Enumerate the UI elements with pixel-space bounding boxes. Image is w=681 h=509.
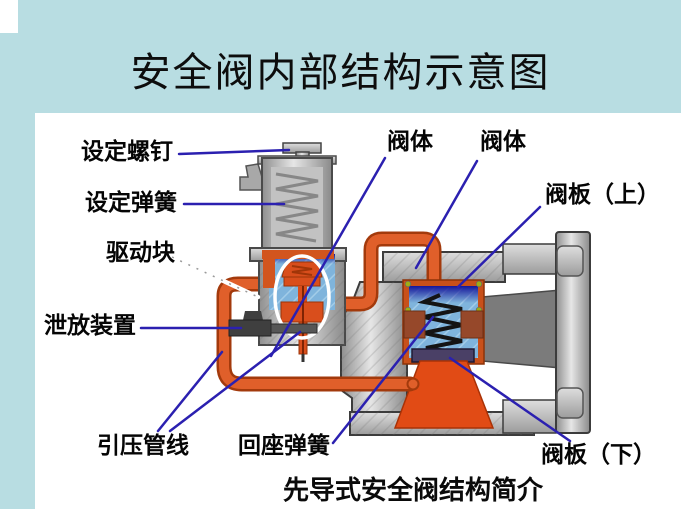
leader-lines [139,148,572,445]
label-pressure-pipeline: 引压管线 [97,433,189,459]
flange-bolt-top [556,245,584,277]
leader-setting-screw [177,148,291,156]
leader-valve-plate-upper [456,205,542,289]
leader-pressure-pipeline-2 [168,330,302,433]
leader-drive-block [169,254,261,300]
label-setting-spring: 设定弹簧 [85,190,177,216]
label-valve-body-2: 阀体 [480,129,526,155]
label-release-device: 泄放装置 [44,313,136,339]
page-title: 安全阀内部结构示意图 [130,50,551,96]
label-valve-body-1: 阀体 [387,129,433,155]
leader-valve-body-1 [269,156,387,358]
main-chamber [402,279,485,365]
flange-bolt-bottom [556,387,584,419]
setting-spring-coil [275,172,319,243]
leader-valve-body-2 [414,159,479,270]
drive-block-highlight-ellipse [273,254,331,340]
diagram-caption: 先导式安全阀结构简介 [283,476,544,506]
label-setting-screw: 设定螺钉 [81,139,173,165]
corner-mark [0,0,18,33]
inlet-cone [393,360,495,429]
lower-valve-plate [411,348,475,363]
leader-valve-plate-lower [448,356,572,443]
label-valve-plate-upper: 阀板（上） [545,182,660,208]
label-valve-plate-lower: 阀板（下） [541,442,656,468]
leader-pressure-pipeline-1 [156,350,224,433]
label-drive-block: 驱动块 [106,240,175,266]
leader-return-spring [331,315,435,445]
label-return-spring: 回座弹簧 [238,433,330,459]
